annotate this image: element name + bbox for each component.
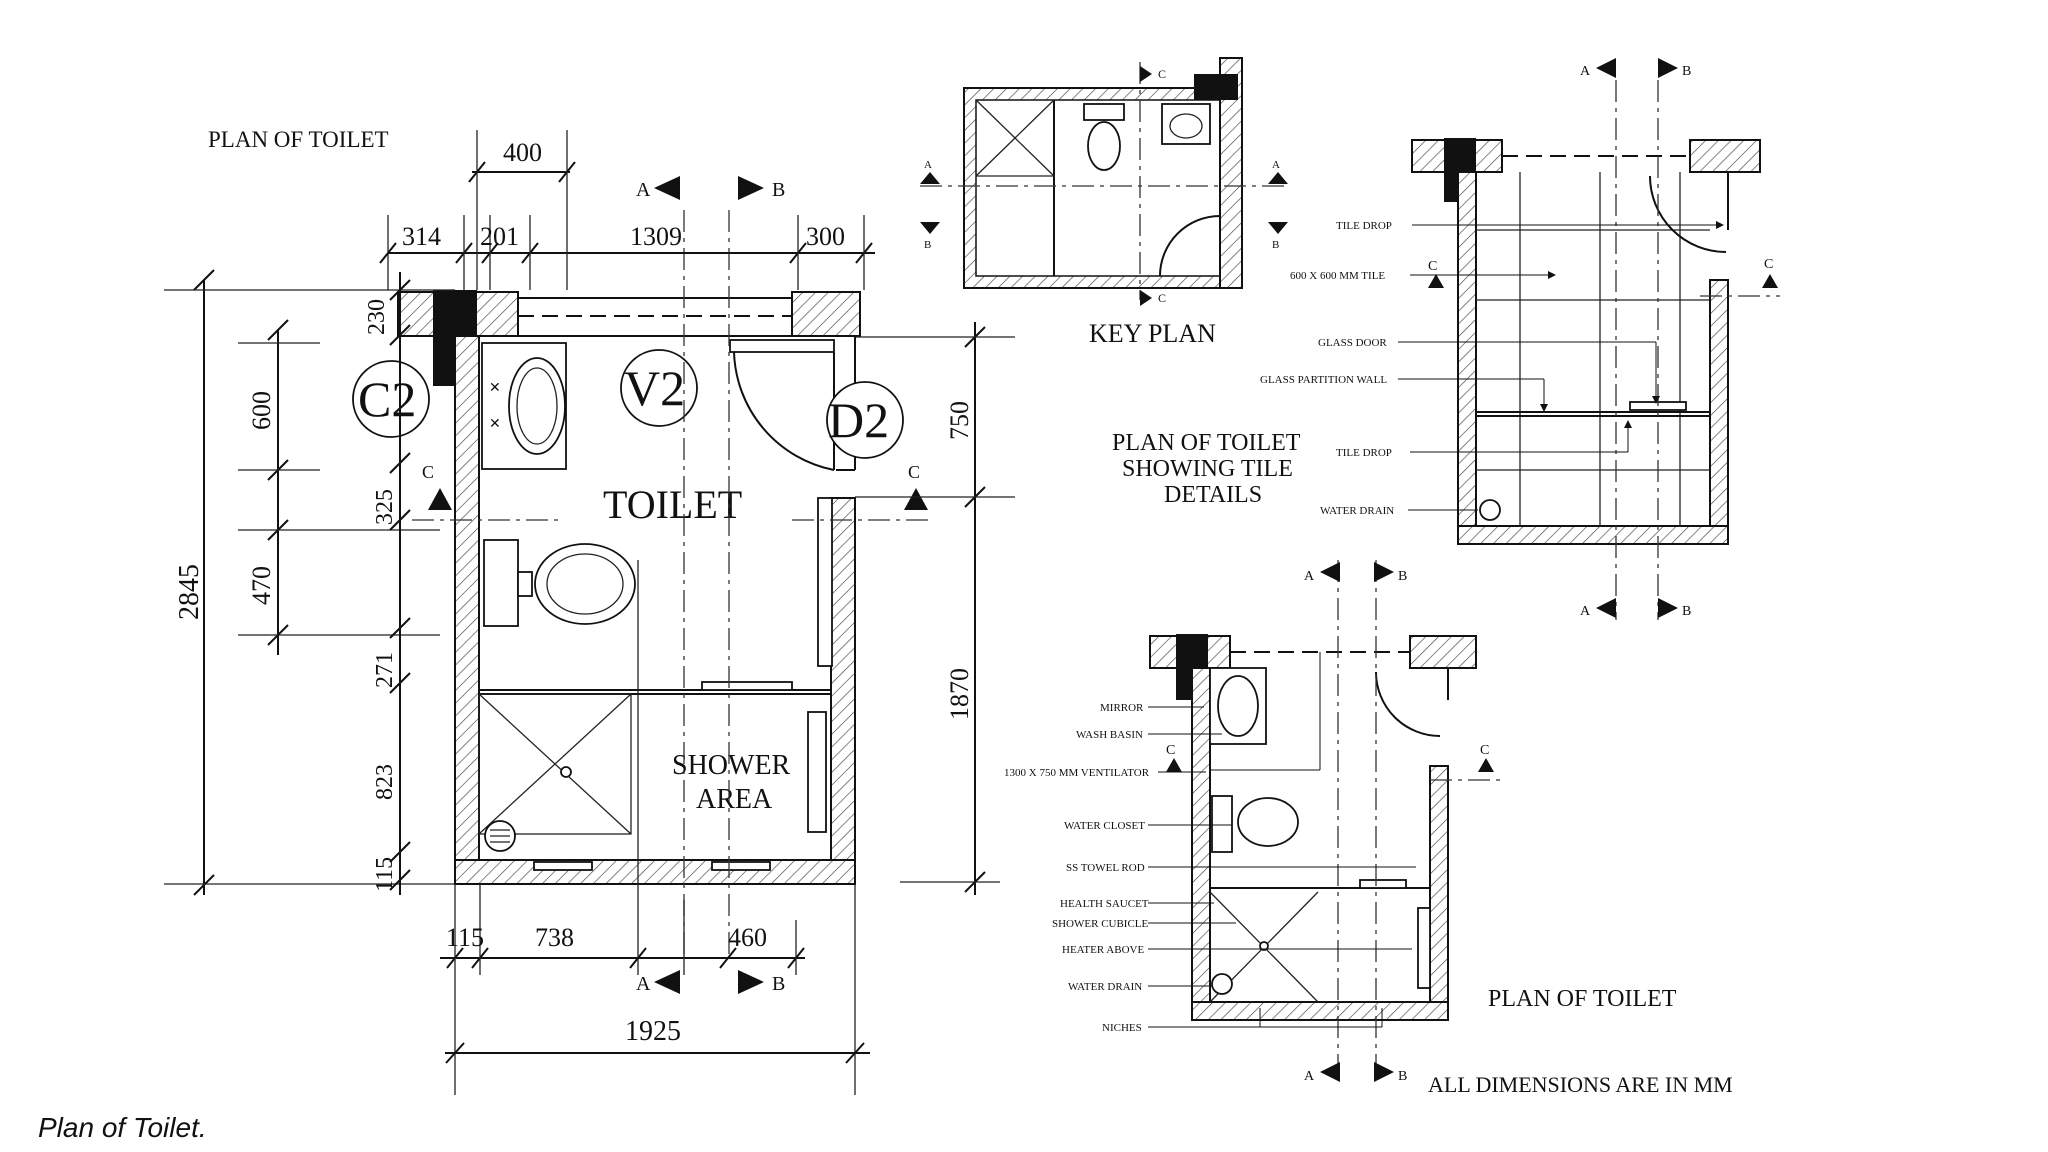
key-plan-title: KEY PLAN [1089,319,1216,348]
main-plan-title: PLAN OF TOILET [208,127,389,152]
dim-115: 115 [372,857,398,892]
svg-text:V2: V2 [624,360,685,416]
svg-text:✕: ✕ [489,417,501,432]
svg-text:B: B [1682,64,1691,79]
right-wall [830,497,856,885]
svg-text:TILE DROP: TILE DROP [1336,220,1392,232]
tile-detail-plan: A B A B C C TILE DROP 600 X 600 MM TILE … [1112,58,1780,620]
key-plan: C C A B A B KEY PLAN [920,57,1290,348]
svg-text:C: C [1480,743,1489,758]
left-wall [454,335,480,885]
svg-text:A: A [1304,1069,1315,1084]
svg-text:B: B [772,973,785,995]
dim-738: 738 [535,923,574,952]
dim-600: 600 [247,391,276,430]
svg-text:C: C [1166,743,1175,758]
svg-text:B: B [924,239,931,251]
dim-823: 823 [372,764,398,800]
dim-314: 314 [402,222,441,251]
svg-text:600 X 600 MM TILE: 600 X 600 MM TILE [1290,270,1385,282]
svg-text:C: C [1158,67,1166,81]
svg-text:C: C [1428,259,1437,274]
svg-text:B: B [1682,604,1691,619]
svg-text:SS TOWEL ROD: SS TOWEL ROD [1066,862,1145,874]
dim-325: 325 [372,489,398,525]
dim-271: 271 [372,652,398,688]
water-closet [483,539,636,627]
svg-text:D2: D2 [828,392,889,448]
dim-460: 460 [728,923,767,952]
svg-text:B: B [772,179,785,201]
room-label: TOILET [603,482,742,527]
section-marker-a: A [636,176,680,201]
svg-text:C: C [1764,257,1773,272]
fixture-plan-title: PLAN OF TOILET [1488,986,1677,1012]
svg-text:HEATER ABOVE: HEATER ABOVE [1062,944,1144,956]
svg-text:WATER DRAIN: WATER DRAIN [1068,981,1142,993]
svg-text:✕: ✕ [489,381,501,396]
svg-text:WASH BASIN: WASH BASIN [1076,729,1143,741]
svg-text:A: A [636,179,651,201]
top-wall-right [791,291,861,337]
section-marker-b: B [738,176,785,201]
figure-caption: Plan of Toilet. [38,1112,207,1143]
svg-text:A: A [1580,64,1591,79]
door-d2 [729,339,835,471]
bottom-wall [454,859,856,885]
svg-text:A: A [1304,569,1315,584]
svg-text:NICHES: NICHES [1102,1022,1142,1034]
section-marker-b: B [738,970,785,995]
section-marker-c: C [422,462,452,510]
svg-text:C2: C2 [358,371,416,427]
dim-400: 400 [503,138,542,167]
svg-text:MIRROR: MIRROR [1100,702,1144,714]
svg-text:A: A [1272,159,1280,171]
svg-text:1300 X 750 MM VENTILATOR: 1300 X 750 MM VENTILATOR [1004,767,1150,779]
svg-text:A: A [1580,604,1591,619]
tile-plan-title: SHOWING TILE [1122,456,1293,482]
main-plan: PLAN OF TOILET ✕ ✕ [164,127,1015,1095]
towel-rod [817,497,833,667]
dim-750: 750 [945,401,974,440]
dim-300: 300 [806,222,845,251]
svg-text:B: B [1272,239,1279,251]
tag-d2 [826,381,904,459]
dim-1870: 1870 [945,668,974,720]
svg-text:GLASS DOOR: GLASS DOOR [1318,337,1387,349]
svg-text:TILE DROP: TILE DROP [1336,447,1392,459]
svg-text:SHOWER CUBICLE: SHOWER CUBICLE [1052,918,1149,930]
dim-115: 115 [446,923,484,952]
svg-text:HEALTH SAUCET: HEALTH SAUCET [1060,898,1149,910]
dim-1925: 1925 [625,1016,681,1047]
section-marker-c: C [904,462,928,510]
svg-text:C: C [422,462,434,482]
bench [807,711,827,833]
dim-1309: 1309 [630,222,682,251]
tile-plan-title: PLAN OF TOILET [1112,430,1301,456]
tile-plan-title: DETAILS [1164,482,1262,508]
shower-label: SHOWER [672,750,791,781]
svg-text:C: C [1158,291,1166,305]
svg-text:GLASS PARTITION WALL: GLASS PARTITION WALL [1260,374,1387,386]
shower-label: AREA [696,784,773,815]
section-marker-a: A [636,970,680,995]
tag-v2 [620,349,698,427]
dim-470: 470 [247,566,276,605]
svg-text:WATER DRAIN: WATER DRAIN [1320,505,1394,517]
svg-text:A: A [636,973,651,995]
svg-text:C: C [908,462,920,482]
dimensions-note: ALL DIMENSIONS ARE IN MM [1428,1072,1733,1097]
fixture-plan: A B A B C C MIRROR WASH BASIN 1300 X 750… [1004,560,1733,1097]
dim-230: 230 [364,299,390,335]
svg-text:B: B [1398,1069,1407,1084]
wash-basin: ✕ ✕ [481,342,567,470]
svg-text:B: B [1398,569,1407,584]
svg-text:A: A [924,159,932,171]
dim-2845: 2845 [174,564,205,620]
svg-text:WATER CLOSET: WATER CLOSET [1064,820,1145,832]
tag-c2 [352,360,430,438]
dim-201: 201 [480,222,519,251]
